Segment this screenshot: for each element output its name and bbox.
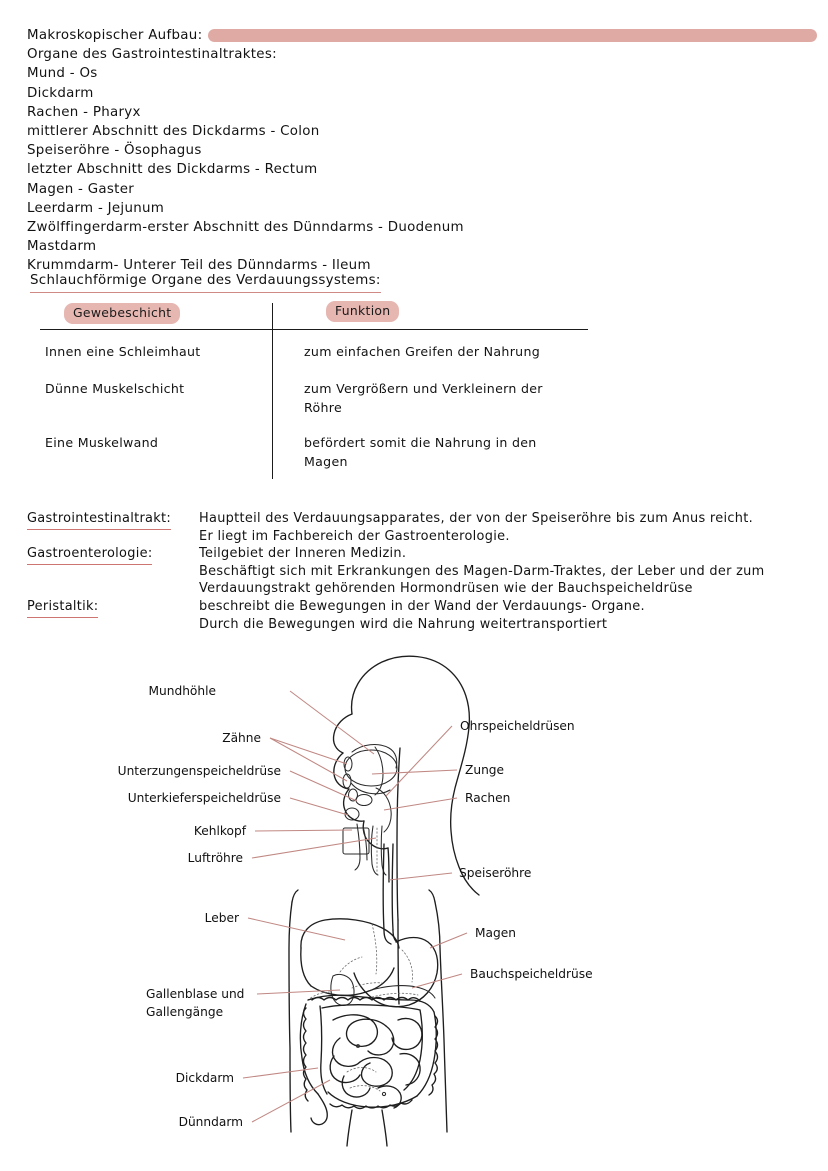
label-speiseroehre: Speiseröhre — [459, 866, 531, 880]
table-cell-function: befördert somit die Nahrung in den Magen — [304, 435, 537, 469]
leader-lines — [242, 690, 468, 1123]
title-row: Makroskopischer Aufbau: — [27, 26, 817, 45]
label-zunge: Zunge — [465, 763, 504, 777]
tissue-function-table: Gewebeschicht Funktion Innen eine Schlei… — [40, 300, 588, 486]
definition-line: Hauptteil des Verdauungsapparates, der v… — [199, 511, 753, 526]
organ-list-item: Leerdarm - Jejunum — [27, 200, 165, 216]
organ-list-item: Magen - Gaster — [27, 181, 135, 197]
definition-line: Verdauungstrakt gehörenden Hormondrüsen … — [199, 581, 693, 597]
gallbladder — [307, 956, 383, 1006]
definition-line: Beschäftigt sich mit Erkrankungen des Ma… — [199, 563, 765, 579]
label-gallenblase: Gallenblase und — [146, 987, 244, 1001]
label-bauchspeicheldruese: Bauchspeicheldrüse — [470, 967, 593, 981]
table-cell-layer: Dünne Muskelschicht — [45, 381, 185, 396]
larynx — [342, 823, 370, 871]
stomach — [353, 936, 439, 1008]
definition-line: Er liegt im Fachbereich der Gastroentero… — [199, 528, 510, 544]
teeth — [342, 756, 359, 802]
organ-list-item: Speiseröhre - Ösophagus — [27, 143, 202, 159]
label-leber: Leber — [205, 911, 240, 925]
definition-term-gastroenterologie: Gastroenterologie: — [27, 545, 153, 565]
organ-list-item: mittlerer Abschnitt des Dickdarms - Colo… — [27, 124, 320, 140]
definition-line: Durch die Bewegungen wird die Nahrung we… — [199, 616, 608, 632]
title-highlight-bar — [208, 29, 817, 43]
column-header-gewebeschicht: Gewebeschicht — [64, 303, 181, 324]
label-ohrspeicheldruesen: Ohrspeicheldrüsen — [460, 719, 575, 733]
definition-line: beschreibt die Bewegungen in der Wand de… — [199, 599, 645, 614]
table-cell-layer: Eine Muskelwand — [45, 435, 159, 450]
table-cell-function: zum Vergrößern und Verkleinern der Röhre — [304, 381, 543, 415]
label-dickdarm: Dickdarm — [176, 1071, 234, 1085]
organ-list-item: Rachen - Pharyx — [27, 104, 141, 120]
table-header-rule — [40, 329, 588, 330]
trachea — [370, 825, 387, 876]
label-duenndarm: Dünndarm — [179, 1115, 243, 1129]
small-intestine — [329, 1014, 423, 1109]
organ-list-item: Dickdarm — [27, 85, 94, 101]
neck-outline — [387, 747, 401, 1005]
pelvis-legs — [346, 1109, 388, 1147]
organ-list-item: Mastdarm — [27, 239, 97, 255]
head-outline — [332, 655, 480, 896]
label-unterzungenspeicheldruese: Unterzungenspeicheldrüse — [118, 764, 281, 778]
table-column-divider — [272, 303, 273, 479]
label-kehlkopf: Kehlkopf — [194, 824, 247, 838]
table-header-row: Gewebeschicht Funktion — [40, 300, 588, 326]
torso-outline — [288, 889, 448, 1133]
organ-list-item: Mund - Os — [27, 66, 98, 82]
organ-list-item: Krummdarm- Unterer Teil des Dünndarms - … — [27, 258, 371, 274]
label-luftroehre: Luftröhre — [188, 851, 243, 865]
organ-list-block: Makroskopischer Aufbau: Organe des Gastr… — [27, 26, 817, 276]
organ-list-heading: Organe des Gastrointestinaltraktes: — [27, 47, 277, 63]
label-unterkieferspeicheldruese: Unterkieferspeicheldrüse — [128, 791, 281, 805]
label-rachen: Rachen — [465, 791, 510, 805]
diagram-labels: Mundhöhle Zähne Unterzungenspeicheldrüse… — [118, 684, 593, 1129]
table-cell-layer: Innen eine Schleimhaut — [45, 344, 201, 359]
definition-term-gastrointestinaltrakt: Gastrointestinaltrakt: — [27, 510, 172, 530]
page-title: Makroskopischer Aufbau: — [27, 28, 203, 43]
table-cell-function: zum einfachen Greifen der Nahrung — [304, 344, 541, 359]
digestive-system-diagram: Mundhöhle Zähne Unterzungenspeicheldrüse… — [0, 648, 828, 1158]
organ-list-item: Zwölffingerdarm-erster Abschnitt des Dün… — [27, 220, 464, 236]
label-magen: Magen — [475, 926, 516, 940]
organ-list-item: letzter Abschnitt des Dickdarms - Rectum — [27, 162, 318, 178]
label-zaehne: Zähne — [222, 731, 261, 745]
definition-line: Teilgebiet der Inneren Medizin. — [199, 546, 407, 562]
label-mundhoehle: Mundhöhle — [149, 684, 217, 698]
definition-term-peristaltik: Peristaltik: — [27, 598, 99, 618]
label-gallengaenge: Gallengänge — [146, 1005, 223, 1019]
column-header-funktion: Funktion — [326, 301, 400, 322]
table-section-heading: Schlauchförmige Organe des Verdauungssys… — [30, 271, 381, 293]
